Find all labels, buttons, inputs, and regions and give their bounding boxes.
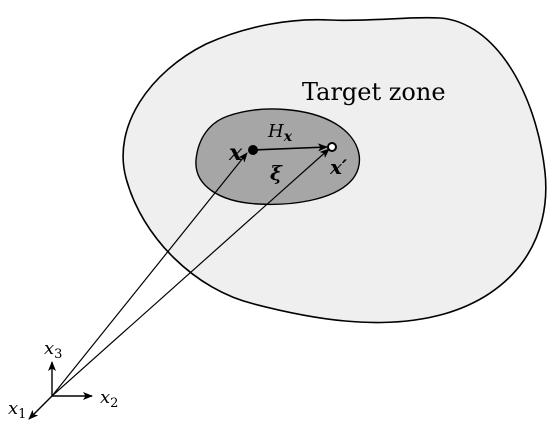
filled-dot-icon [248,145,258,155]
horizon-subscript: x [283,129,293,145]
axis-x2-subscript: 2 [110,396,118,411]
origin-icon [28,361,93,420]
axis-x3-subscript: 3 [54,347,62,362]
position-vector-x-prime [51,148,330,397]
point-x-prime-label: x′ [329,155,348,179]
position-vector-x [51,152,248,397]
axis-x3-main: x [44,338,54,359]
axis-x3-label: x3 [44,338,62,362]
target-zone-label: Target zone [302,78,446,106]
horizon-zone [195,108,361,206]
bond-label: ξ [270,161,283,185]
hollow-dot-icon [327,142,337,152]
axis-x1-main: x [8,398,18,419]
axis-x2-label: x2 [100,387,118,411]
axis-x1-arrow [28,395,53,420]
axis-x1-label: x1 [8,398,26,422]
point-x-label: x [228,140,243,166]
axis-x1-subscript: 1 [18,407,26,422]
horizon-label: Hx [267,121,293,145]
axis-x2-main: x [100,387,110,408]
bond-vector [252,143,328,152]
horizon-main: H [267,121,284,142]
